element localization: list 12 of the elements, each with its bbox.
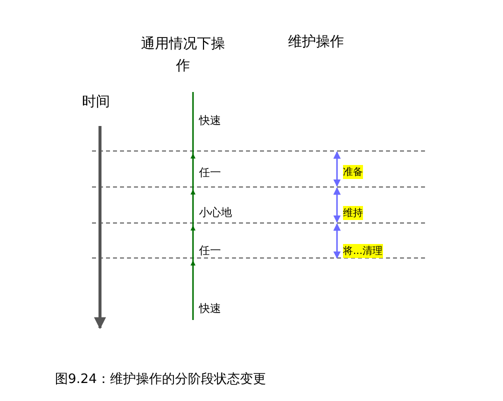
column-heading: 通用情况下操作 (140, 35, 226, 76)
phase-label: 任一 (199, 165, 221, 180)
highlighted-label: 维持 (343, 206, 363, 220)
phase-label: 任一 (199, 243, 221, 258)
caption: 图9.24：维护操作的分阶段状态变更 (55, 371, 266, 388)
phase-label: 快速 (199, 113, 221, 128)
highlighted-label: 准备 (343, 165, 363, 179)
column-heading: 维护操作 (288, 33, 344, 51)
phase-label: 快速 (199, 301, 221, 316)
highlighted-label: 将...清理 (343, 244, 383, 258)
phase-label: 小心地 (199, 205, 232, 220)
axis-label: 时间 (82, 93, 110, 111)
